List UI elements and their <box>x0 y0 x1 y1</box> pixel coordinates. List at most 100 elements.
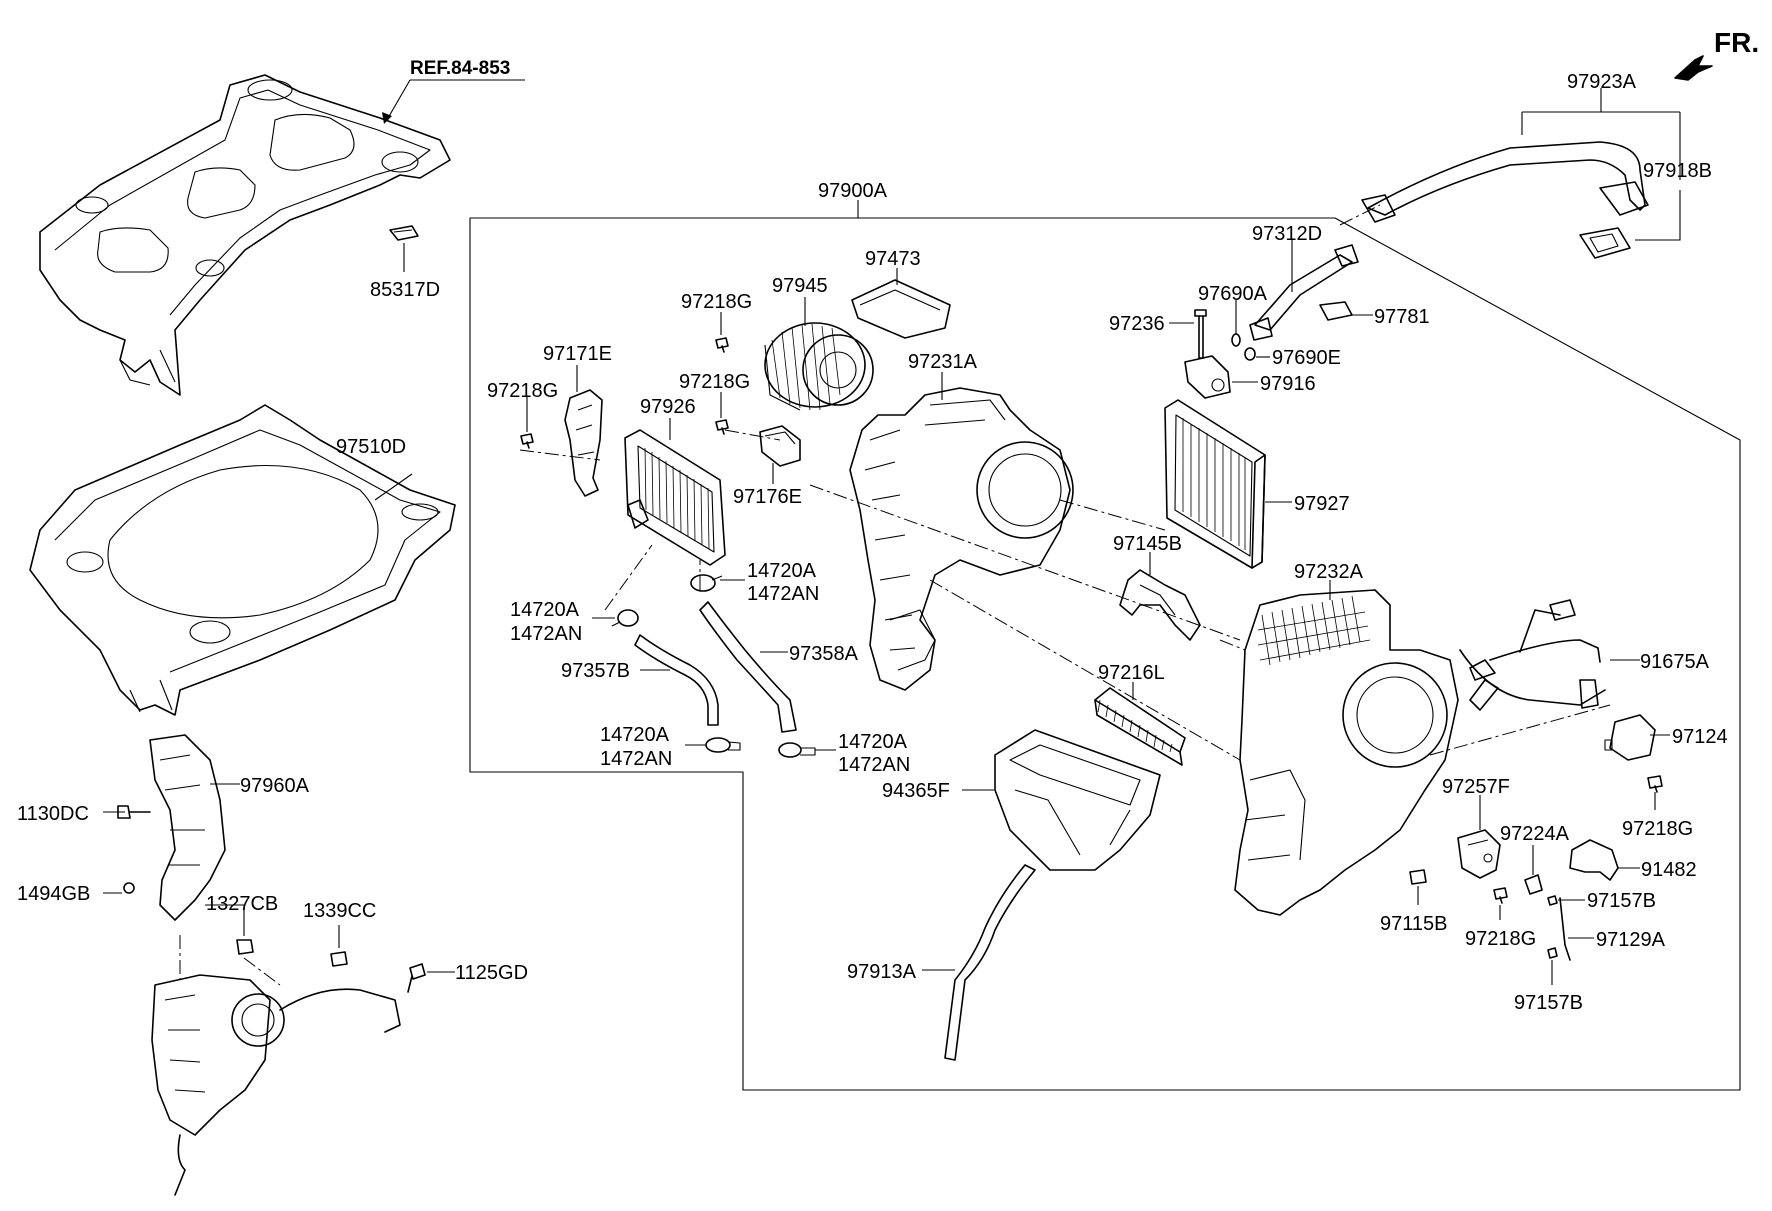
label-91675A: 91675A <box>1640 651 1710 673</box>
label-97129A: 97129A <box>1596 929 1666 951</box>
label-97176E: 97176E <box>733 486 802 508</box>
case-97231A <box>849 387 1074 691</box>
label-97218G-b: 97218G <box>679 371 750 393</box>
label-97473: 97473 <box>865 248 921 270</box>
bolt-1125GD <box>407 963 426 993</box>
label-1125GD: 1125GD <box>455 962 528 984</box>
bracket-97171E <box>564 389 603 497</box>
evaporator-97927 <box>1164 399 1266 569</box>
gasket-97918B <box>1579 227 1631 259</box>
rod-97129A <box>1559 897 1571 961</box>
label-97115B: 97115B <box>1380 913 1447 935</box>
nut-1327CB <box>236 939 254 955</box>
label-1130DC: 1130DC <box>17 803 89 825</box>
heater-core-97926 <box>624 429 726 566</box>
rear-blower-unit <box>151 974 401 1196</box>
label-14720A-a: 14720A <box>747 560 817 582</box>
o-ring-97690A <box>1231 333 1241 347</box>
label-97781: 97781 <box>1374 306 1430 328</box>
front-direction-label: FR. <box>1714 27 1759 58</box>
label-97224A: 97224A <box>1500 823 1570 845</box>
label-97218G-a: 97218G <box>681 291 752 313</box>
clip-97157B-a <box>1547 895 1558 906</box>
label-14720A-b: 14720A <box>510 599 580 621</box>
clamp-14720A-d <box>778 742 816 758</box>
label-1494GB: 1494GB <box>17 883 90 905</box>
actuator-97124 <box>1604 714 1656 761</box>
label-97218G-c: 97218G <box>487 380 558 402</box>
clip-97157B-b <box>1547 947 1558 959</box>
clamp-14720A-b <box>611 609 639 627</box>
hose-97358A <box>699 601 797 733</box>
label-97157B-b: 97157B <box>1514 992 1583 1014</box>
bolt-1130DC <box>117 805 151 819</box>
hose-97357B <box>634 634 719 726</box>
label-97257F: 97257F <box>1442 776 1510 798</box>
bolt-97236 <box>1194 309 1207 359</box>
screw-97218G-b <box>715 419 729 435</box>
label-97900A: 97900A <box>818 180 888 202</box>
label-1472AN-d: 1472AN <box>838 754 910 776</box>
screw-97218G-a <box>715 337 729 353</box>
label-97236: 97236 <box>1109 313 1165 335</box>
label-1472AN-a: 1472AN <box>747 583 819 605</box>
label-97312D: 97312D <box>1252 223 1322 245</box>
pipe-97923A <box>1361 141 1649 223</box>
crash-pad-cover-part <box>39 74 451 396</box>
label-97358A: 97358A <box>789 643 859 665</box>
label-97945: 97945 <box>772 275 828 297</box>
nut-1339CC <box>330 951 348 967</box>
filter-cover-97473 <box>851 279 951 339</box>
pipe-97312D <box>1249 244 1359 341</box>
label-97171E: 97171E <box>543 343 612 365</box>
o-ring-97690E <box>1244 347 1256 361</box>
label-97923A: 97923A <box>1567 71 1637 93</box>
label-97124: 97124 <box>1672 726 1728 748</box>
label-97232A: 97232A <box>1294 561 1364 583</box>
label-97916: 97916 <box>1260 373 1316 395</box>
label-1472AN-c: 1472AN <box>600 748 672 770</box>
case-97232A <box>1234 589 1459 916</box>
label-97960A: 97960A <box>240 775 310 797</box>
ref-label: REF.84-853 <box>410 58 510 79</box>
clip-97781 <box>1319 301 1353 321</box>
label-97357B: 97357B <box>561 660 630 682</box>
label-14720A-d: 14720A <box>838 731 908 753</box>
actuator-97257F <box>1457 829 1501 879</box>
label-97231A: 97231A <box>908 351 978 373</box>
label-94365F: 94365F <box>882 780 950 802</box>
filter-97216L <box>1094 687 1186 766</box>
label-97218G-e: 97218G <box>1465 928 1536 950</box>
label-1327CB: 1327CB <box>206 893 278 915</box>
wiring-harness-91675A <box>1459 599 1606 711</box>
lever-97224A <box>1524 874 1543 895</box>
screw-97218G-c <box>520 433 534 449</box>
label-97926: 97926 <box>640 396 696 418</box>
blower-motor-97945 <box>764 322 874 411</box>
expansion-valve-97916 <box>1184 355 1231 399</box>
label-97216L: 97216L <box>1098 662 1165 684</box>
label-97690E: 97690E <box>1272 347 1341 369</box>
screw-97218G-e <box>1493 887 1508 904</box>
label-97218G-d: 97218G <box>1622 818 1693 840</box>
case-94365F <box>994 729 1161 871</box>
drain-hose-97913A <box>944 864 1036 1061</box>
label-1472AN-b: 1472AN <box>510 623 582 645</box>
label-85317D: 85317D <box>370 279 440 301</box>
clip-85317D <box>389 225 419 241</box>
nut-1494GB <box>123 882 135 894</box>
assembly-boundary-97900A <box>469 217 1741 1091</box>
nut-97115B <box>1409 869 1427 885</box>
bracket-91482 <box>1569 839 1619 881</box>
label-97927: 97927 <box>1294 493 1350 515</box>
clamp-14720A-c <box>705 737 741 753</box>
screw-97218G-d <box>1647 775 1663 793</box>
actuator-97176E <box>759 425 801 467</box>
label-97690A: 97690A <box>1198 283 1268 305</box>
label-14720A-c: 14720A <box>600 724 670 746</box>
label-97145B: 97145B <box>1113 533 1182 555</box>
label-91482: 91482 <box>1641 859 1697 881</box>
seal-97145B <box>1119 569 1201 641</box>
label-97157B-a: 97157B <box>1587 890 1656 912</box>
